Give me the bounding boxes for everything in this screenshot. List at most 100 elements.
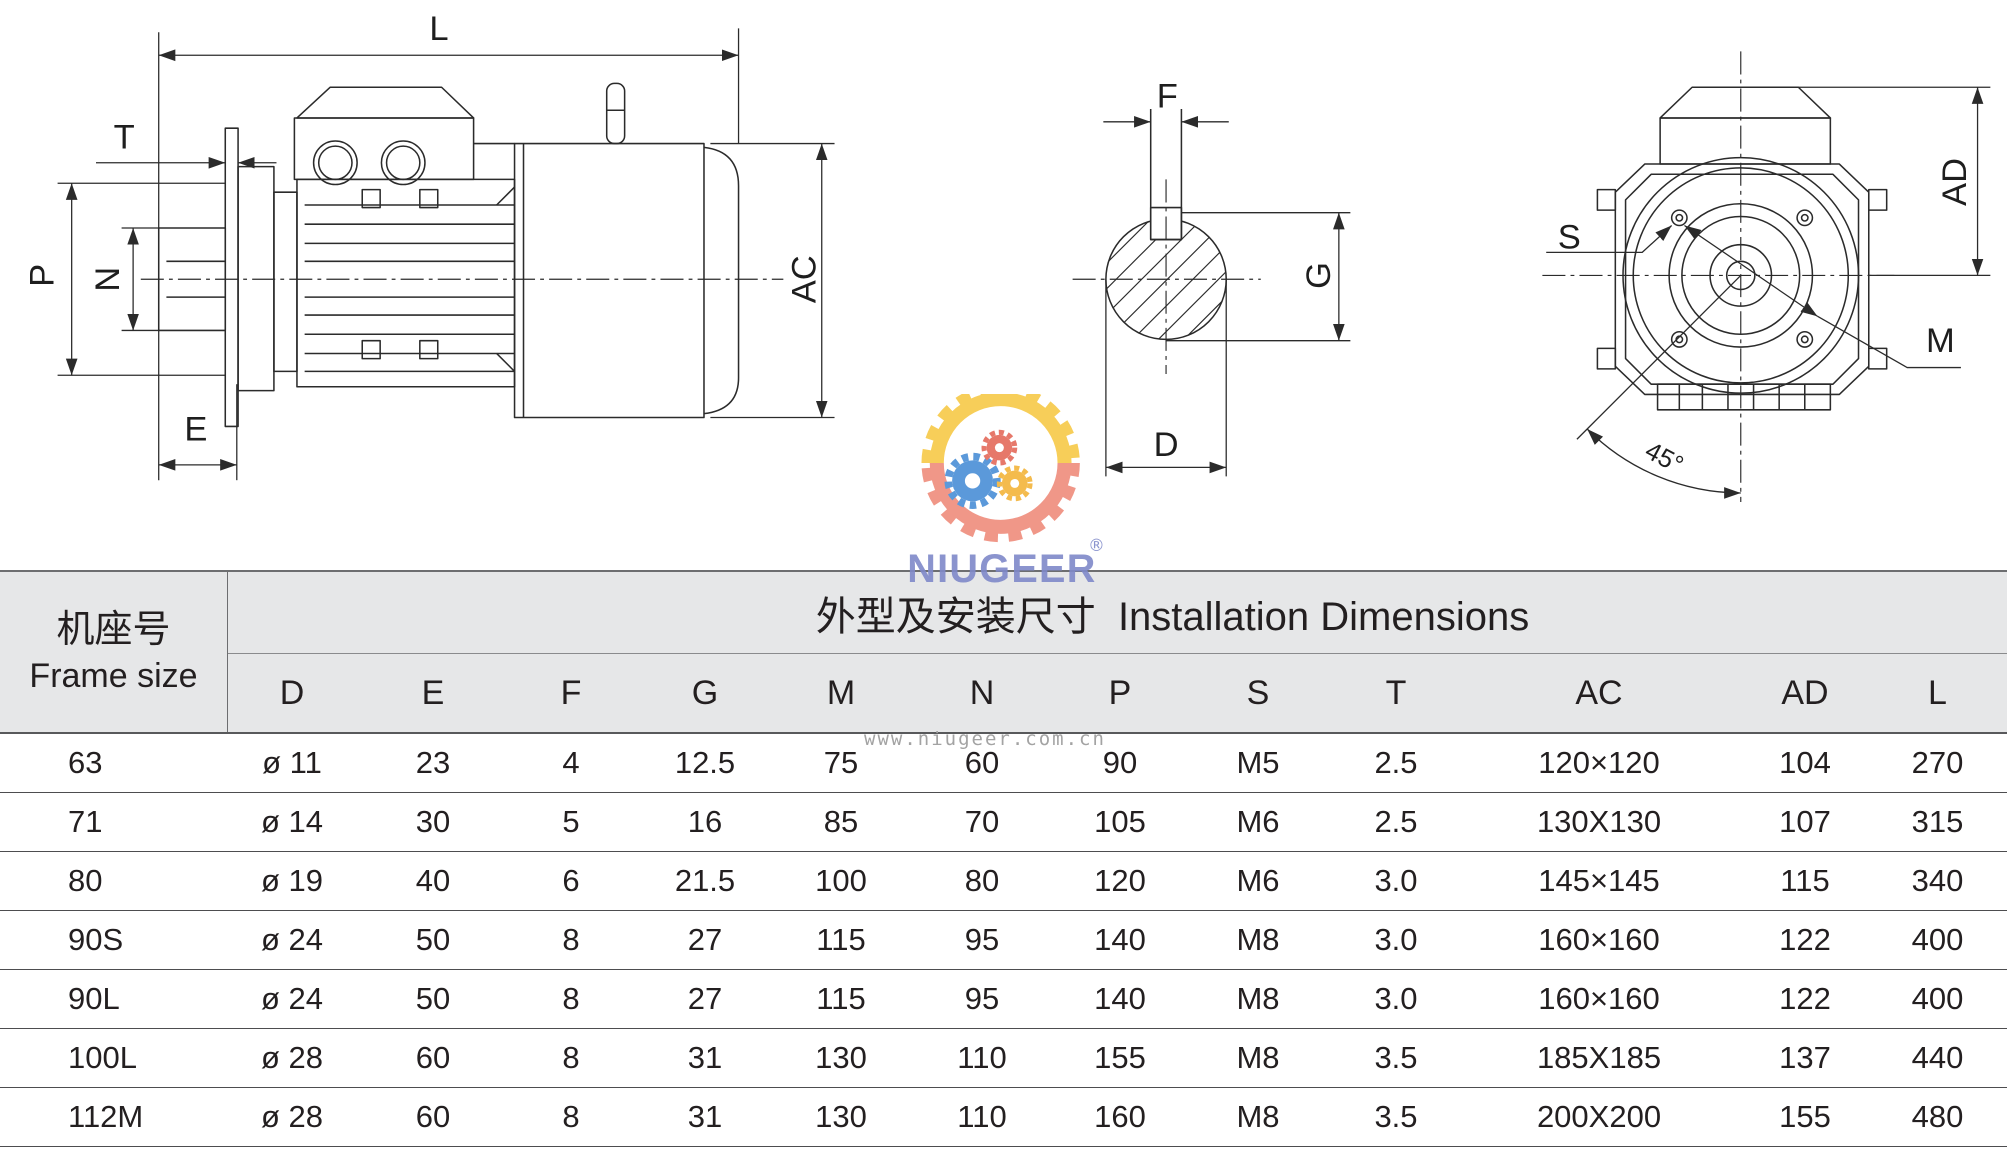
cell-n: 95 xyxy=(964,922,1000,957)
label-s: S xyxy=(1558,219,1581,257)
column-header-f: F xyxy=(560,673,582,712)
cell-d: ø 14 xyxy=(260,804,324,839)
cell-ac: 145×145 xyxy=(1538,863,1660,898)
cell-d: ø 28 xyxy=(260,1040,324,1075)
cell-e: 40 xyxy=(415,863,451,898)
cell-ac: 185X185 xyxy=(1536,1040,1662,1075)
cell-ad: 107 xyxy=(1779,804,1831,839)
table-row: 100L ø 28 60 8 31 130 110 155 M8 3.5 185… xyxy=(0,1029,2007,1088)
cell-ad: 122 xyxy=(1779,981,1831,1016)
cell-p: 140 xyxy=(1094,922,1146,957)
column-headers: D E F G M N P S T AC AD L xyxy=(228,654,2007,732)
table-row: 63 ø 11 23 4 12.5 75 60 90 M5 2.5 120×12… xyxy=(0,734,2007,793)
cell-l: 480 xyxy=(1911,1099,1964,1134)
installation-dimensions-table: 机座号 Frame size 外型及安装尺寸 Installation Dime… xyxy=(0,570,2007,1147)
cell-d: ø 24 xyxy=(260,981,324,1016)
front-view-dimensions xyxy=(1546,86,1991,499)
cell-t: 3.0 xyxy=(1374,863,1418,898)
cell-t: 3.5 xyxy=(1374,1099,1418,1134)
cell-n: 110 xyxy=(957,1040,1007,1075)
cell-f: 5 xyxy=(562,804,580,839)
label-p: P xyxy=(24,264,62,287)
cell-s: M6 xyxy=(1236,804,1280,839)
cell-frame-size: 71 xyxy=(68,804,103,839)
cell-frame-size: 90L xyxy=(68,981,120,1016)
label-f: F xyxy=(1157,78,1178,116)
cell-m: 130 xyxy=(815,1099,867,1134)
table-row: 80 ø 19 40 6 21.5 100 80 120 M6 3.0 145×… xyxy=(0,852,2007,911)
cell-t: 2.5 xyxy=(1374,804,1418,839)
cell-f: 8 xyxy=(562,1040,580,1075)
cell-p: 160 xyxy=(1094,1099,1146,1134)
cell-ad: 104 xyxy=(1779,745,1831,780)
cell-p: 140 xyxy=(1094,981,1146,1016)
cell-g: 21.5 xyxy=(674,863,736,898)
label-e: E xyxy=(184,411,207,449)
cell-frame-size: 100L xyxy=(68,1040,137,1075)
column-header-n: N xyxy=(969,673,995,712)
table-row: 112M ø 28 60 8 31 130 110 160 M8 3.5 200… xyxy=(0,1088,2007,1147)
cell-ad: 137 xyxy=(1779,1040,1831,1075)
cooling-fins xyxy=(304,204,515,373)
cell-ad: 122 xyxy=(1779,922,1831,957)
cell-l: 340 xyxy=(1911,863,1964,898)
motor-feet xyxy=(1656,383,1832,411)
cell-t: 3.0 xyxy=(1374,922,1418,957)
cell-l: 440 xyxy=(1911,1040,1964,1075)
column-header-p: P xyxy=(1108,673,1132,712)
cable-gland xyxy=(312,140,358,186)
cell-e: 50 xyxy=(415,981,451,1016)
label-n: N xyxy=(89,267,127,292)
cell-d: ø 24 xyxy=(260,922,324,957)
cell-f: 4 xyxy=(562,745,580,780)
cell-frame-size: 112M xyxy=(68,1099,144,1134)
cell-p: 155 xyxy=(1094,1040,1146,1075)
cell-m: 130 xyxy=(815,1040,867,1075)
cell-f: 8 xyxy=(562,981,580,1016)
cell-t: 2.5 xyxy=(1374,745,1418,780)
frame-size-header-cn: 机座号 xyxy=(56,609,171,651)
cell-g: 31 xyxy=(687,1040,723,1075)
dimensions-header: 外型及安装尺寸 Installation Dimensions D E F G … xyxy=(228,572,2007,732)
label-angle: 45° xyxy=(1640,437,1687,480)
cell-d: ø 19 xyxy=(260,863,324,898)
cell-ac: 130X130 xyxy=(1536,804,1662,839)
column-header-ad: AD xyxy=(1781,673,1829,712)
cell-g: 27 xyxy=(687,922,723,957)
cell-ac: 160×160 xyxy=(1538,922,1660,957)
brake-release-lever xyxy=(605,82,626,145)
cell-m: 115 xyxy=(816,981,866,1016)
cell-e: 60 xyxy=(415,1099,451,1134)
frame-size-header: 机座号 Frame size xyxy=(0,572,228,732)
cell-e: 50 xyxy=(415,922,451,957)
cell-g: 12.5 xyxy=(674,745,736,780)
fan-cover-end xyxy=(703,146,740,415)
shaft-section xyxy=(1072,109,1261,374)
cell-ac: 200X200 xyxy=(1536,1099,1662,1134)
label-t: T xyxy=(114,119,135,157)
label-ac: AC xyxy=(785,255,823,303)
cell-s: M8 xyxy=(1236,1099,1280,1134)
cell-g: 16 xyxy=(687,804,723,839)
motor-body xyxy=(296,178,516,388)
cell-d: ø 11 xyxy=(262,745,322,780)
shaft-section-dimensions xyxy=(1103,115,1351,477)
cell-n: 70 xyxy=(964,804,1000,839)
cell-ad: 155 xyxy=(1779,1099,1831,1134)
table-title: 外型及安装尺寸 Installation Dimensions xyxy=(228,572,2007,654)
front-view-motor xyxy=(1542,51,1895,502)
cell-f: 6 xyxy=(562,863,580,898)
cell-ac: 160×160 xyxy=(1538,981,1660,1016)
table-header: 机座号 Frame size 外型及安装尺寸 Installation Dime… xyxy=(0,570,2007,734)
cell-g: 27 xyxy=(687,981,723,1016)
frame-size-header-en: Frame size xyxy=(29,656,198,695)
column-header-ac: AC xyxy=(1575,673,1623,712)
column-header-t: T xyxy=(1385,673,1407,712)
column-header-s: S xyxy=(1246,673,1270,712)
terminal-box-lid xyxy=(296,86,475,119)
cell-t: 3.5 xyxy=(1374,1040,1418,1075)
cell-s: M6 xyxy=(1236,863,1280,898)
cell-p: 105 xyxy=(1094,804,1146,839)
cell-t: 3.0 xyxy=(1374,981,1418,1016)
cell-n: 80 xyxy=(964,863,1000,898)
